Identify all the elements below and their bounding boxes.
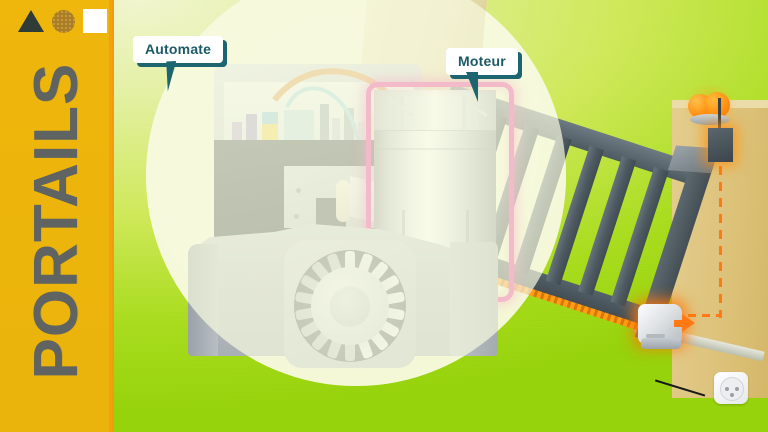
signal-dashed-line xyxy=(719,166,722,318)
callout-automate[interactable]: Automate xyxy=(133,36,224,92)
socket-hole xyxy=(730,393,734,397)
sidebar: PORTAILS xyxy=(0,0,112,432)
signal-dashed-line xyxy=(688,314,722,317)
flashing-light-bulb xyxy=(704,92,730,118)
direction-arrow-icon xyxy=(682,314,695,332)
socket-hole xyxy=(725,387,729,391)
gear-center-hub xyxy=(329,285,371,327)
callout-moteur-label: Moteur xyxy=(446,48,518,75)
plate-pin xyxy=(336,180,350,222)
circle-icon xyxy=(52,9,75,33)
logo-shapes xyxy=(18,9,107,33)
callout-pointer xyxy=(457,72,478,102)
plate-screw xyxy=(294,214,299,219)
socket-face xyxy=(720,377,744,401)
antenna-receiver xyxy=(708,128,733,162)
drive-unit xyxy=(638,300,695,352)
triangle-icon xyxy=(18,10,44,32)
callout-automate-label: Automate xyxy=(133,36,224,63)
sidebar-edge xyxy=(109,0,112,432)
drive-unit-base xyxy=(641,338,681,349)
callout-moteur[interactable]: Moteur xyxy=(446,48,518,102)
flashing-light-base xyxy=(690,114,730,125)
housing-left-side xyxy=(188,244,218,356)
plate-screw xyxy=(296,188,301,193)
socket-hole xyxy=(735,387,739,391)
drive-unit-vent xyxy=(646,334,665,338)
callout-pointer xyxy=(166,60,185,92)
square-icon xyxy=(83,9,107,33)
antenna-mast xyxy=(718,98,721,132)
gate-motor-assembly xyxy=(188,59,514,368)
flashing-light xyxy=(680,84,740,132)
direction-arrow-tail xyxy=(674,320,684,327)
page-title: PORTAILS xyxy=(22,62,91,380)
drive-gear xyxy=(294,251,406,361)
housing-right-side xyxy=(450,242,498,356)
power-socket xyxy=(714,372,748,404)
